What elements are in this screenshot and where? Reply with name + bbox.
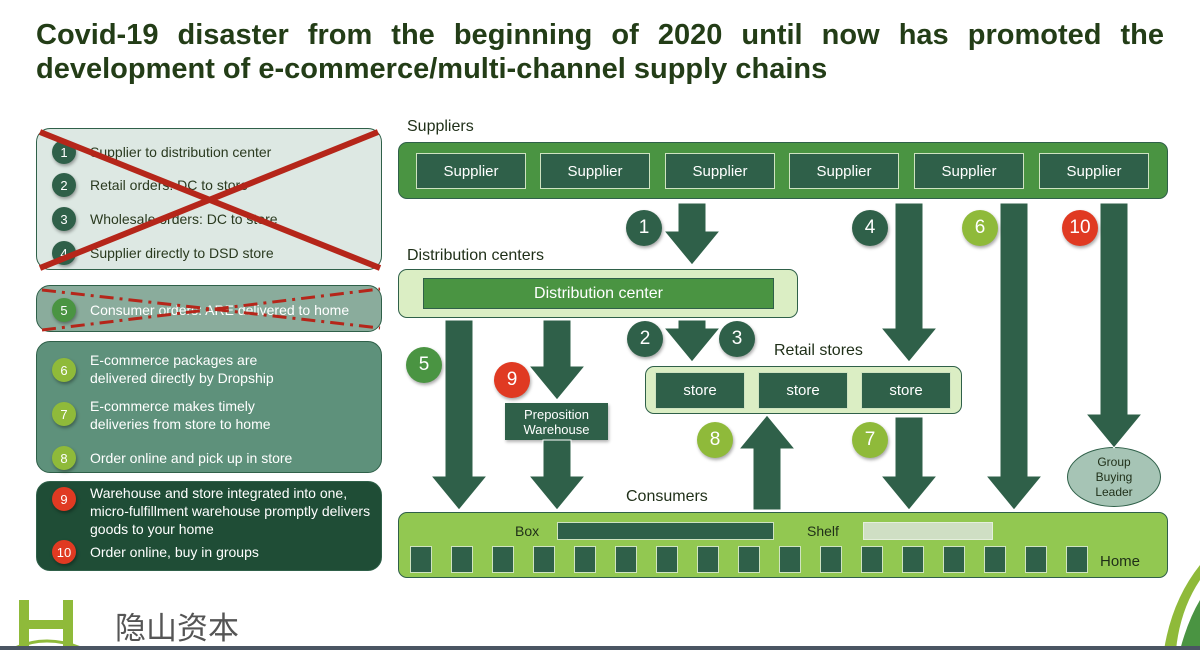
arrow-dropship bbox=[984, 202, 1044, 511]
flow-number: 3 bbox=[719, 321, 755, 357]
legend-number: 9 bbox=[52, 487, 76, 511]
footer-line bbox=[0, 646, 1200, 650]
distribution-center-box: Distribution center bbox=[423, 278, 774, 309]
legend-number: 10 bbox=[52, 540, 76, 564]
home-unit bbox=[697, 546, 719, 573]
legend-number: 2 bbox=[52, 173, 76, 197]
legend-number: 8 bbox=[52, 446, 76, 470]
home-unit bbox=[820, 546, 842, 573]
home-unit bbox=[779, 546, 801, 573]
supplier-box: Supplier bbox=[789, 153, 899, 189]
home-unit bbox=[984, 546, 1006, 573]
suppliers-label: Suppliers bbox=[407, 118, 474, 135]
legend-item: Warehouse and store integrated into one,… bbox=[90, 485, 371, 537]
home-unit bbox=[902, 546, 924, 573]
home-unit bbox=[615, 546, 637, 573]
home-unit bbox=[451, 546, 473, 573]
slide-title-line2: development of e-commerce/multi-channel … bbox=[36, 53, 828, 85]
shelf-bar bbox=[863, 522, 993, 540]
shelf-label: Shelf bbox=[807, 523, 839, 539]
legend-item: Wholesale orders: DC to store bbox=[90, 211, 278, 227]
store-box: store bbox=[758, 372, 848, 409]
home-unit bbox=[738, 546, 760, 573]
arrow-store-to-home bbox=[879, 416, 939, 511]
legend-item: Order online, buy in groups bbox=[90, 544, 259, 560]
logo-h-icon bbox=[15, 600, 82, 650]
box-label: Box bbox=[515, 523, 540, 539]
legend-group-new-retail bbox=[36, 481, 382, 571]
legend-number: 7 bbox=[52, 402, 76, 426]
arrow-preposition-to-home bbox=[527, 439, 587, 511]
legend-item: Order online and pick up in store bbox=[90, 450, 293, 466]
flow-number: 10 bbox=[1062, 210, 1098, 246]
legend-item: Consumer orders: ARE delivered to home bbox=[90, 302, 350, 318]
supplier-box: Supplier bbox=[416, 153, 526, 189]
home-unit bbox=[410, 546, 432, 573]
legend-number: 1 bbox=[52, 140, 76, 164]
slide-title: Covid-19 disaster from the beginning of … bbox=[36, 19, 1164, 51]
supplier-box: Supplier bbox=[1039, 153, 1149, 189]
home-unit bbox=[574, 546, 596, 573]
dc-label: Distribution centers bbox=[407, 247, 544, 264]
legend-item: Supplier directly to DSD store bbox=[90, 245, 274, 261]
flow-number: 7 bbox=[852, 422, 888, 458]
flow-number: 5 bbox=[406, 347, 442, 383]
consumers-label: Consumers bbox=[626, 488, 708, 505]
legend-item: Supplier to distribution center bbox=[90, 144, 272, 160]
flow-number: 4 bbox=[852, 210, 888, 246]
home-unit bbox=[533, 546, 555, 573]
arrow-pickup-in-store bbox=[737, 414, 797, 511]
home-unit bbox=[861, 546, 883, 573]
arrow-dc-to-preposition bbox=[527, 319, 587, 401]
retail-stores-label: Retail stores bbox=[774, 342, 863, 359]
store-box: store bbox=[861, 372, 951, 409]
home-unit bbox=[1025, 546, 1047, 573]
flow-number: 8 bbox=[697, 422, 733, 458]
home-unit bbox=[943, 546, 965, 573]
flow-number: 6 bbox=[962, 210, 998, 246]
logo-text: 隐山资本 bbox=[115, 611, 239, 647]
flow-number: 2 bbox=[627, 321, 663, 357]
legend-item: E-commerce makes timely deliveries from … bbox=[90, 398, 271, 432]
arrow-supplier-to-store bbox=[879, 202, 939, 363]
leaf-decoration-icon bbox=[1164, 565, 1200, 650]
arrow-supplier-to-dc bbox=[662, 202, 722, 266]
supplier-box: Supplier bbox=[665, 153, 775, 189]
supplier-box: Supplier bbox=[540, 153, 650, 189]
legend-item: Retail orders: DC to store bbox=[90, 177, 248, 193]
arrow-dc-to-store bbox=[662, 319, 722, 363]
flow-number: 1 bbox=[626, 210, 662, 246]
legend-item: E-commerce packages are delivered direct… bbox=[90, 352, 274, 386]
preposition-warehouse-box: Preposition Warehouse bbox=[505, 403, 608, 440]
home-unit bbox=[656, 546, 678, 573]
group-buying-leader: Group Buying Leader bbox=[1067, 447, 1161, 507]
home-label: Home bbox=[1100, 553, 1141, 570]
arrow-dc-to-home bbox=[429, 319, 489, 511]
home-unit bbox=[492, 546, 514, 573]
home-unit bbox=[1066, 546, 1088, 573]
flow-number: 9 bbox=[494, 362, 530, 398]
legend-number: 6 bbox=[52, 358, 76, 382]
supplier-box: Supplier bbox=[914, 153, 1024, 189]
legend-number: 4 bbox=[52, 241, 76, 265]
box-bar bbox=[557, 522, 774, 540]
legend-group-ecommerce bbox=[36, 341, 382, 473]
legend-number: 5 bbox=[52, 298, 76, 322]
legend-number: 3 bbox=[52, 207, 76, 231]
arrow-group-buying bbox=[1084, 202, 1144, 449]
store-box: store bbox=[655, 372, 745, 409]
